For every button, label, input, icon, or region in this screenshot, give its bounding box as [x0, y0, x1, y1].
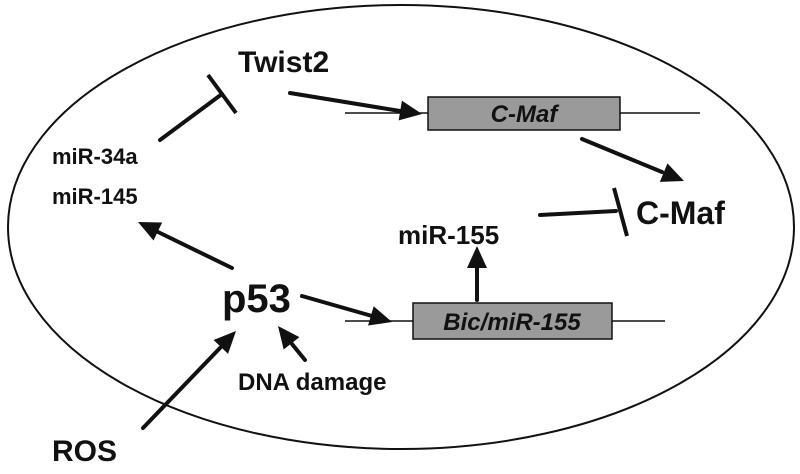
- arrowhead-dna-damage-to-p53: [278, 326, 300, 350]
- inhibition-bar-cmaf: [612, 187, 629, 237]
- edge-mir34a-inhibits-twist2: [158, 92, 224, 142]
- arrowhead-p53-to-bic: [368, 306, 392, 326]
- arrowhead-cmaf-gene-to-protein: [659, 163, 684, 182]
- arrowhead-bic-to-mir155: [467, 246, 487, 268]
- arrowhead-p53-to-mirs: [138, 222, 163, 241]
- edge-mir155-inhibits-cmaf: [538, 209, 618, 217]
- mir155-label: miR-155: [398, 220, 499, 250]
- dna-damage-label: DNA damage: [238, 369, 386, 396]
- mir34a-label: miR-34a: [52, 144, 138, 169]
- arrowhead-twist2-to-cmaf-gene: [398, 100, 422, 121]
- arrowhead-ros-to-p53: [213, 331, 236, 354]
- inhibition-bar-twist2: [206, 73, 238, 115]
- bic-gene-box: [412, 302, 613, 340]
- edge-ros-to-p53: [141, 346, 222, 430]
- edge-twist2-to-cmaf-gene: [288, 91, 402, 113]
- p53-label: p53: [222, 277, 291, 321]
- edge-dna-damage-to-p53: [290, 342, 307, 362]
- edge-cmaf-gene-to-protein: [580, 137, 664, 174]
- bic-gene-label: Bic/miR-155: [443, 309, 581, 336]
- mir145-label: miR-145: [52, 184, 138, 209]
- edge-p53-to-mirs: [156, 230, 234, 270]
- cmaf-gene-label: C-Maf: [491, 101, 560, 128]
- edge-p53-to-bic: [300, 294, 374, 318]
- twist2-label: Twist2: [238, 46, 329, 79]
- cmaf-protein-label: C-Maf: [636, 195, 725, 231]
- cmaf-gene-box: [427, 96, 621, 131]
- ros-label: ROS: [52, 435, 117, 468]
- cell-boundary: [7, 4, 795, 450]
